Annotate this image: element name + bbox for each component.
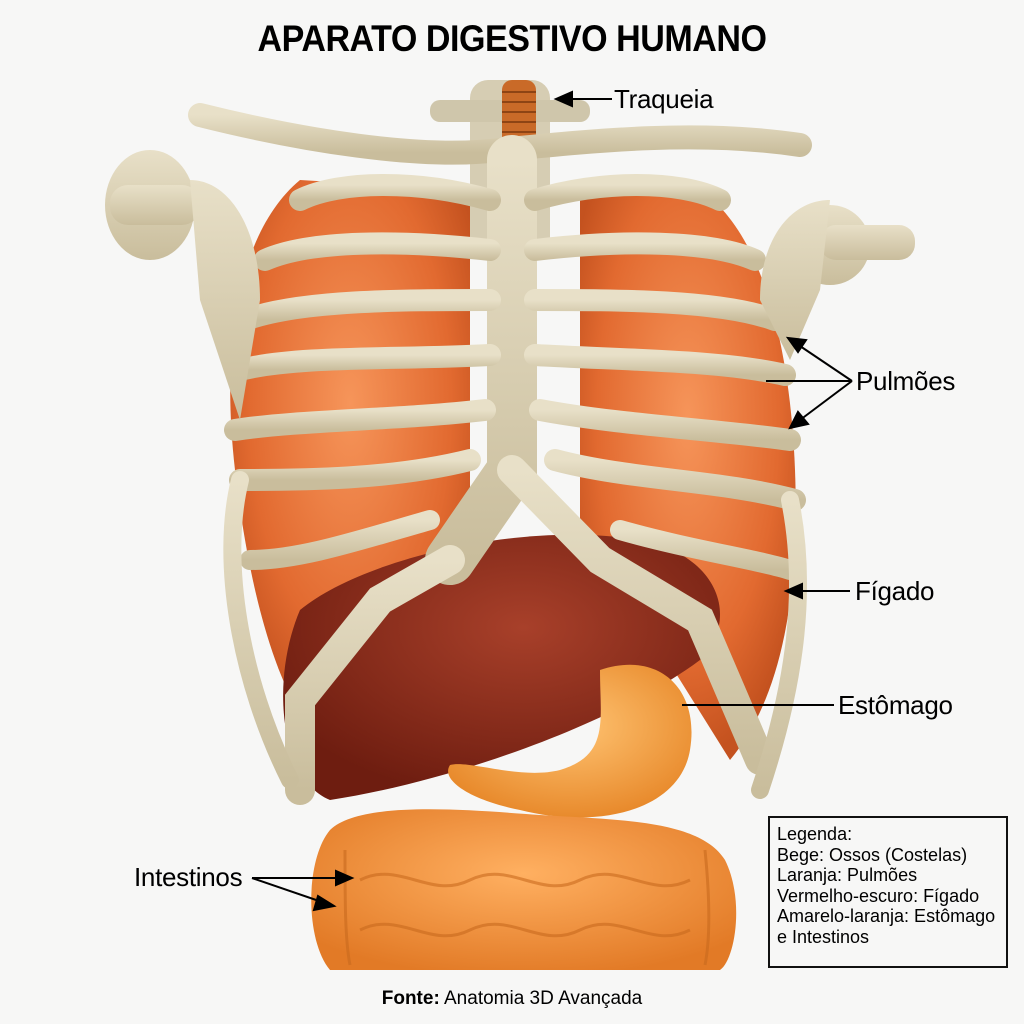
source-caption: Fonte: Anatomia 3D Avançada — [0, 988, 1024, 1010]
legend-item: e Intestinos — [777, 926, 870, 947]
callout-arrows — [251, 90, 853, 912]
label-stomach: Estômago — [838, 690, 953, 720]
label-lungs: Pulmões — [856, 366, 956, 396]
legend-box: Legenda: Bege: Ossos (Costelas) Laranja:… — [768, 816, 1008, 968]
legend-item: Laranja: Pulmões — [777, 865, 918, 885]
rib-cage — [188, 103, 812, 805]
source-text: Anatomia 3D Avançada — [439, 988, 643, 1009]
source-prefix: Fonte: — [381, 988, 440, 1009]
label-intestines: Intestinos — [134, 862, 243, 892]
stomach-shape — [448, 664, 692, 818]
legend-item: Amarelo-laranja: Estômago — [777, 906, 996, 926]
intestines-shape — [311, 809, 737, 970]
legend-item: Bege: Ossos (Costelas) — [777, 844, 968, 865]
shoulder-bones — [105, 150, 915, 420]
label-trachea: Traqueia — [614, 84, 714, 114]
legend-item: Vermelho-escuro: Fígado — [777, 885, 980, 906]
page-title: APARATO DIGESTIVO HUMANO — [257, 18, 767, 59]
label-liver: Fígado — [855, 576, 935, 606]
legend-heading: Legenda: — [777, 824, 853, 844]
